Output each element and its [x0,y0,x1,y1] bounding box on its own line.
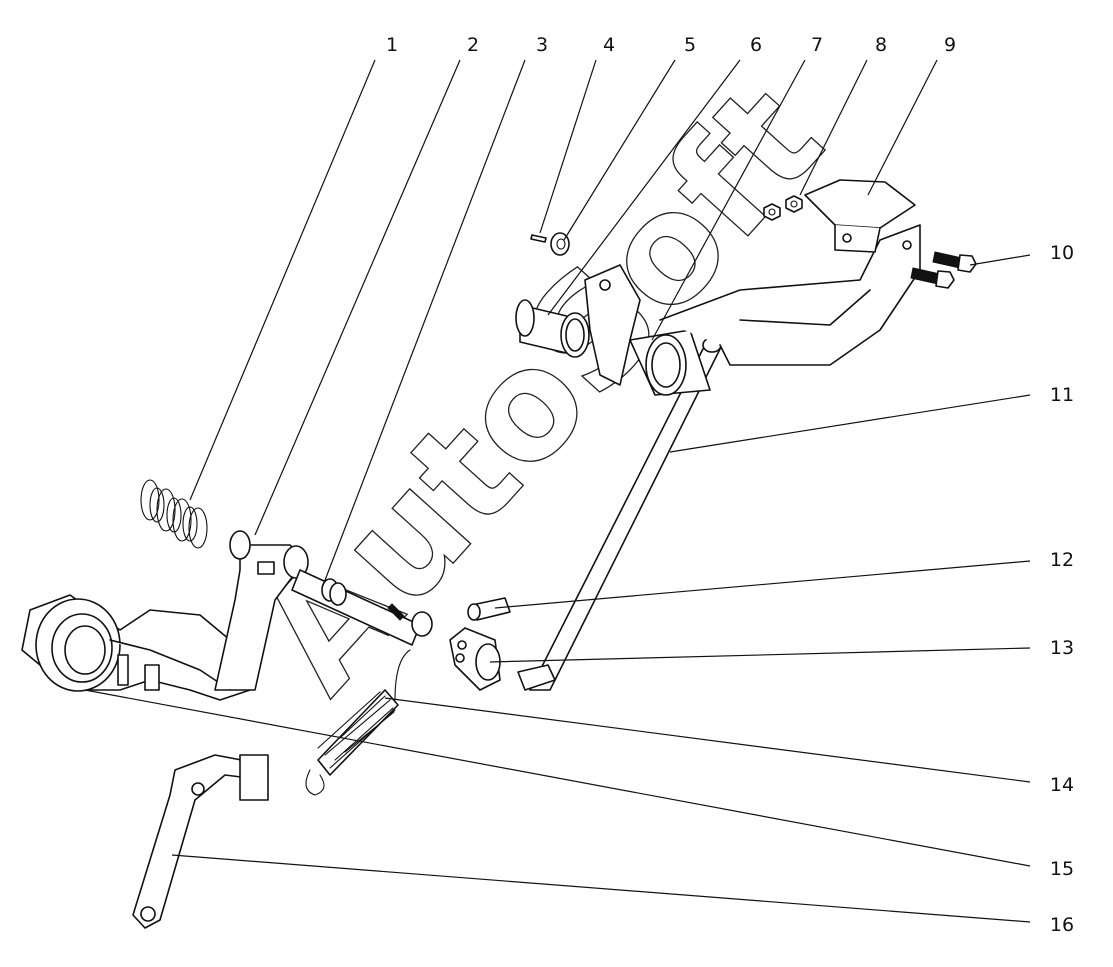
part-1-coil-spring [140,479,208,549]
callout-5: 5 [684,34,696,56]
part-12-pin [467,597,511,621]
callout-16: 16 [1050,914,1074,936]
callout-9: 9 [944,34,956,56]
callout-6: 6 [750,34,762,56]
part-10-bolts [910,251,977,289]
callout-1: 1 [386,34,398,56]
callout-7: 7 [811,34,823,56]
watermark: AutoSoft [227,54,855,725]
callout-14: 14 [1050,774,1074,796]
part-6-bushing [515,299,590,358]
callout-15: 15 [1050,858,1074,880]
callout-2: 2 [467,34,479,56]
part-4-split-pin [530,234,547,243]
part-9-pedal-pad [804,179,916,253]
part-16-bracket [132,754,269,929]
part-7-pedal-arm [584,224,921,396]
part-2-pedal-lever [214,530,309,691]
callout-12: 12 [1050,549,1074,571]
part-14-tension-spring [305,649,411,796]
callout-10: 10 [1050,242,1074,264]
callout-labels: 1 2 3 4 5 6 7 8 9 10 11 12 13 14 15 16 [386,34,1074,936]
callout-13: 13 [1050,637,1074,659]
leader-lines [84,59,1031,923]
part-13-clevis [449,627,501,691]
callout-3: 3 [536,34,548,56]
callout-8: 8 [875,34,887,56]
part-8-nuts [763,195,803,221]
callout-11: 11 [1050,384,1074,406]
part-11-rod [517,337,723,691]
callout-4: 4 [603,34,615,56]
part-3-shaft [291,569,421,646]
part-15-pedal-bracket [21,594,261,701]
shaft-cotter-pin [387,603,433,637]
